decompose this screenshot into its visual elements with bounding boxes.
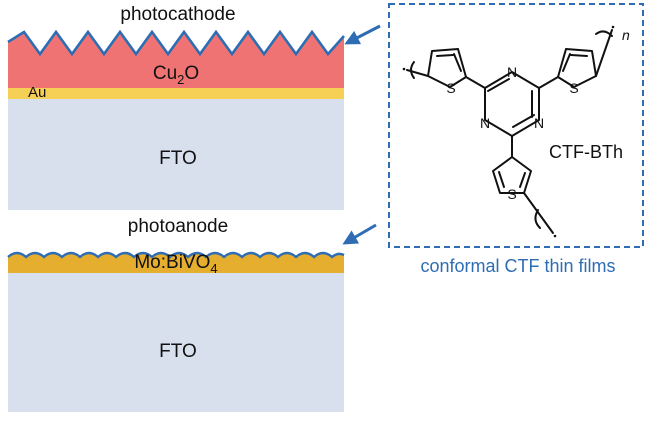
sulfur-atom-right: S: [569, 80, 578, 96]
thiophene-bottom-double-1: [498, 171, 505, 188]
polymer-end-dot-right: [611, 25, 615, 29]
triazine-double-bond-1: [487, 78, 510, 92]
thiophene-left-double-2: [436, 54, 454, 57]
triazine-ring: [484, 71, 540, 137]
bracket-bottom: [534, 209, 541, 229]
mo-bivo4-label: Mo:BiVO4: [134, 252, 217, 276]
arrow-to-photoanode: [342, 223, 377, 245]
thiophene-left-double-1: [453, 53, 462, 72]
nitrogen-atom-left: N: [480, 115, 490, 131]
inset-dashed-box: [388, 3, 644, 248]
nitrogen-atom-right: N: [534, 115, 544, 131]
photocathode-stack: photocathode Cu2O Au FTO: [7, 4, 345, 210]
au-label: Au: [28, 84, 46, 101]
photoanode-stack: photoanode Mo:BiVO4 FTO: [7, 216, 345, 412]
cu2o-label: Cu2O: [153, 63, 199, 87]
bond-top-left: [465, 76, 486, 89]
ctf-bth-structure: [406, 29, 613, 234]
ctf-bth-label: CTF-BTh: [549, 142, 623, 162]
polymer-end-dot-bottom: [553, 234, 557, 238]
thiophene-bottom: [492, 156, 532, 194]
thiophene-right: [557, 48, 597, 88]
polymer-extension-bottom: [523, 192, 554, 234]
triazine-double-bond-2: [512, 114, 535, 128]
inset-caption: conformal CTF thin films: [420, 256, 615, 276]
photocathode-cu2o-layer: [8, 32, 344, 88]
thiophene-bottom-double-2: [519, 172, 526, 188]
arrow-to-photocathode: [344, 24, 381, 45]
photocathode-ctf-coating: [7, 29, 345, 57]
sulfur-atom-left: S: [446, 80, 455, 96]
ctf-inset: S S S N N N n CTF-BTh: [388, 3, 644, 248]
photoanode-title: photoanode: [128, 216, 228, 237]
photocathode-fto-label: FTO: [159, 148, 197, 169]
photoanode-fto-label: FTO: [159, 341, 197, 362]
polymer-end-dot-left: [402, 67, 406, 71]
thiophene-right-double-2: [570, 54, 588, 57]
thiophene-left: [427, 48, 467, 88]
sulfur-atom-bottom: S: [507, 186, 516, 202]
photocathode-title: photocathode: [120, 4, 235, 25]
thiophene-right-double-1: [562, 53, 571, 72]
bracket-right: [595, 30, 613, 37]
photocathode-fto-layer: [8, 99, 344, 210]
nitrogen-atom-top: N: [507, 64, 517, 80]
photoanode-fto-layer: [8, 273, 344, 412]
bracket-left: [410, 61, 415, 79]
photocathode-au-layer: [8, 88, 344, 99]
bond-top-right: [538, 76, 559, 89]
repeat-unit-label: n: [622, 27, 630, 43]
photoanode-ctf-coating: [7, 251, 345, 259]
polymer-extension-right: [595, 29, 613, 77]
